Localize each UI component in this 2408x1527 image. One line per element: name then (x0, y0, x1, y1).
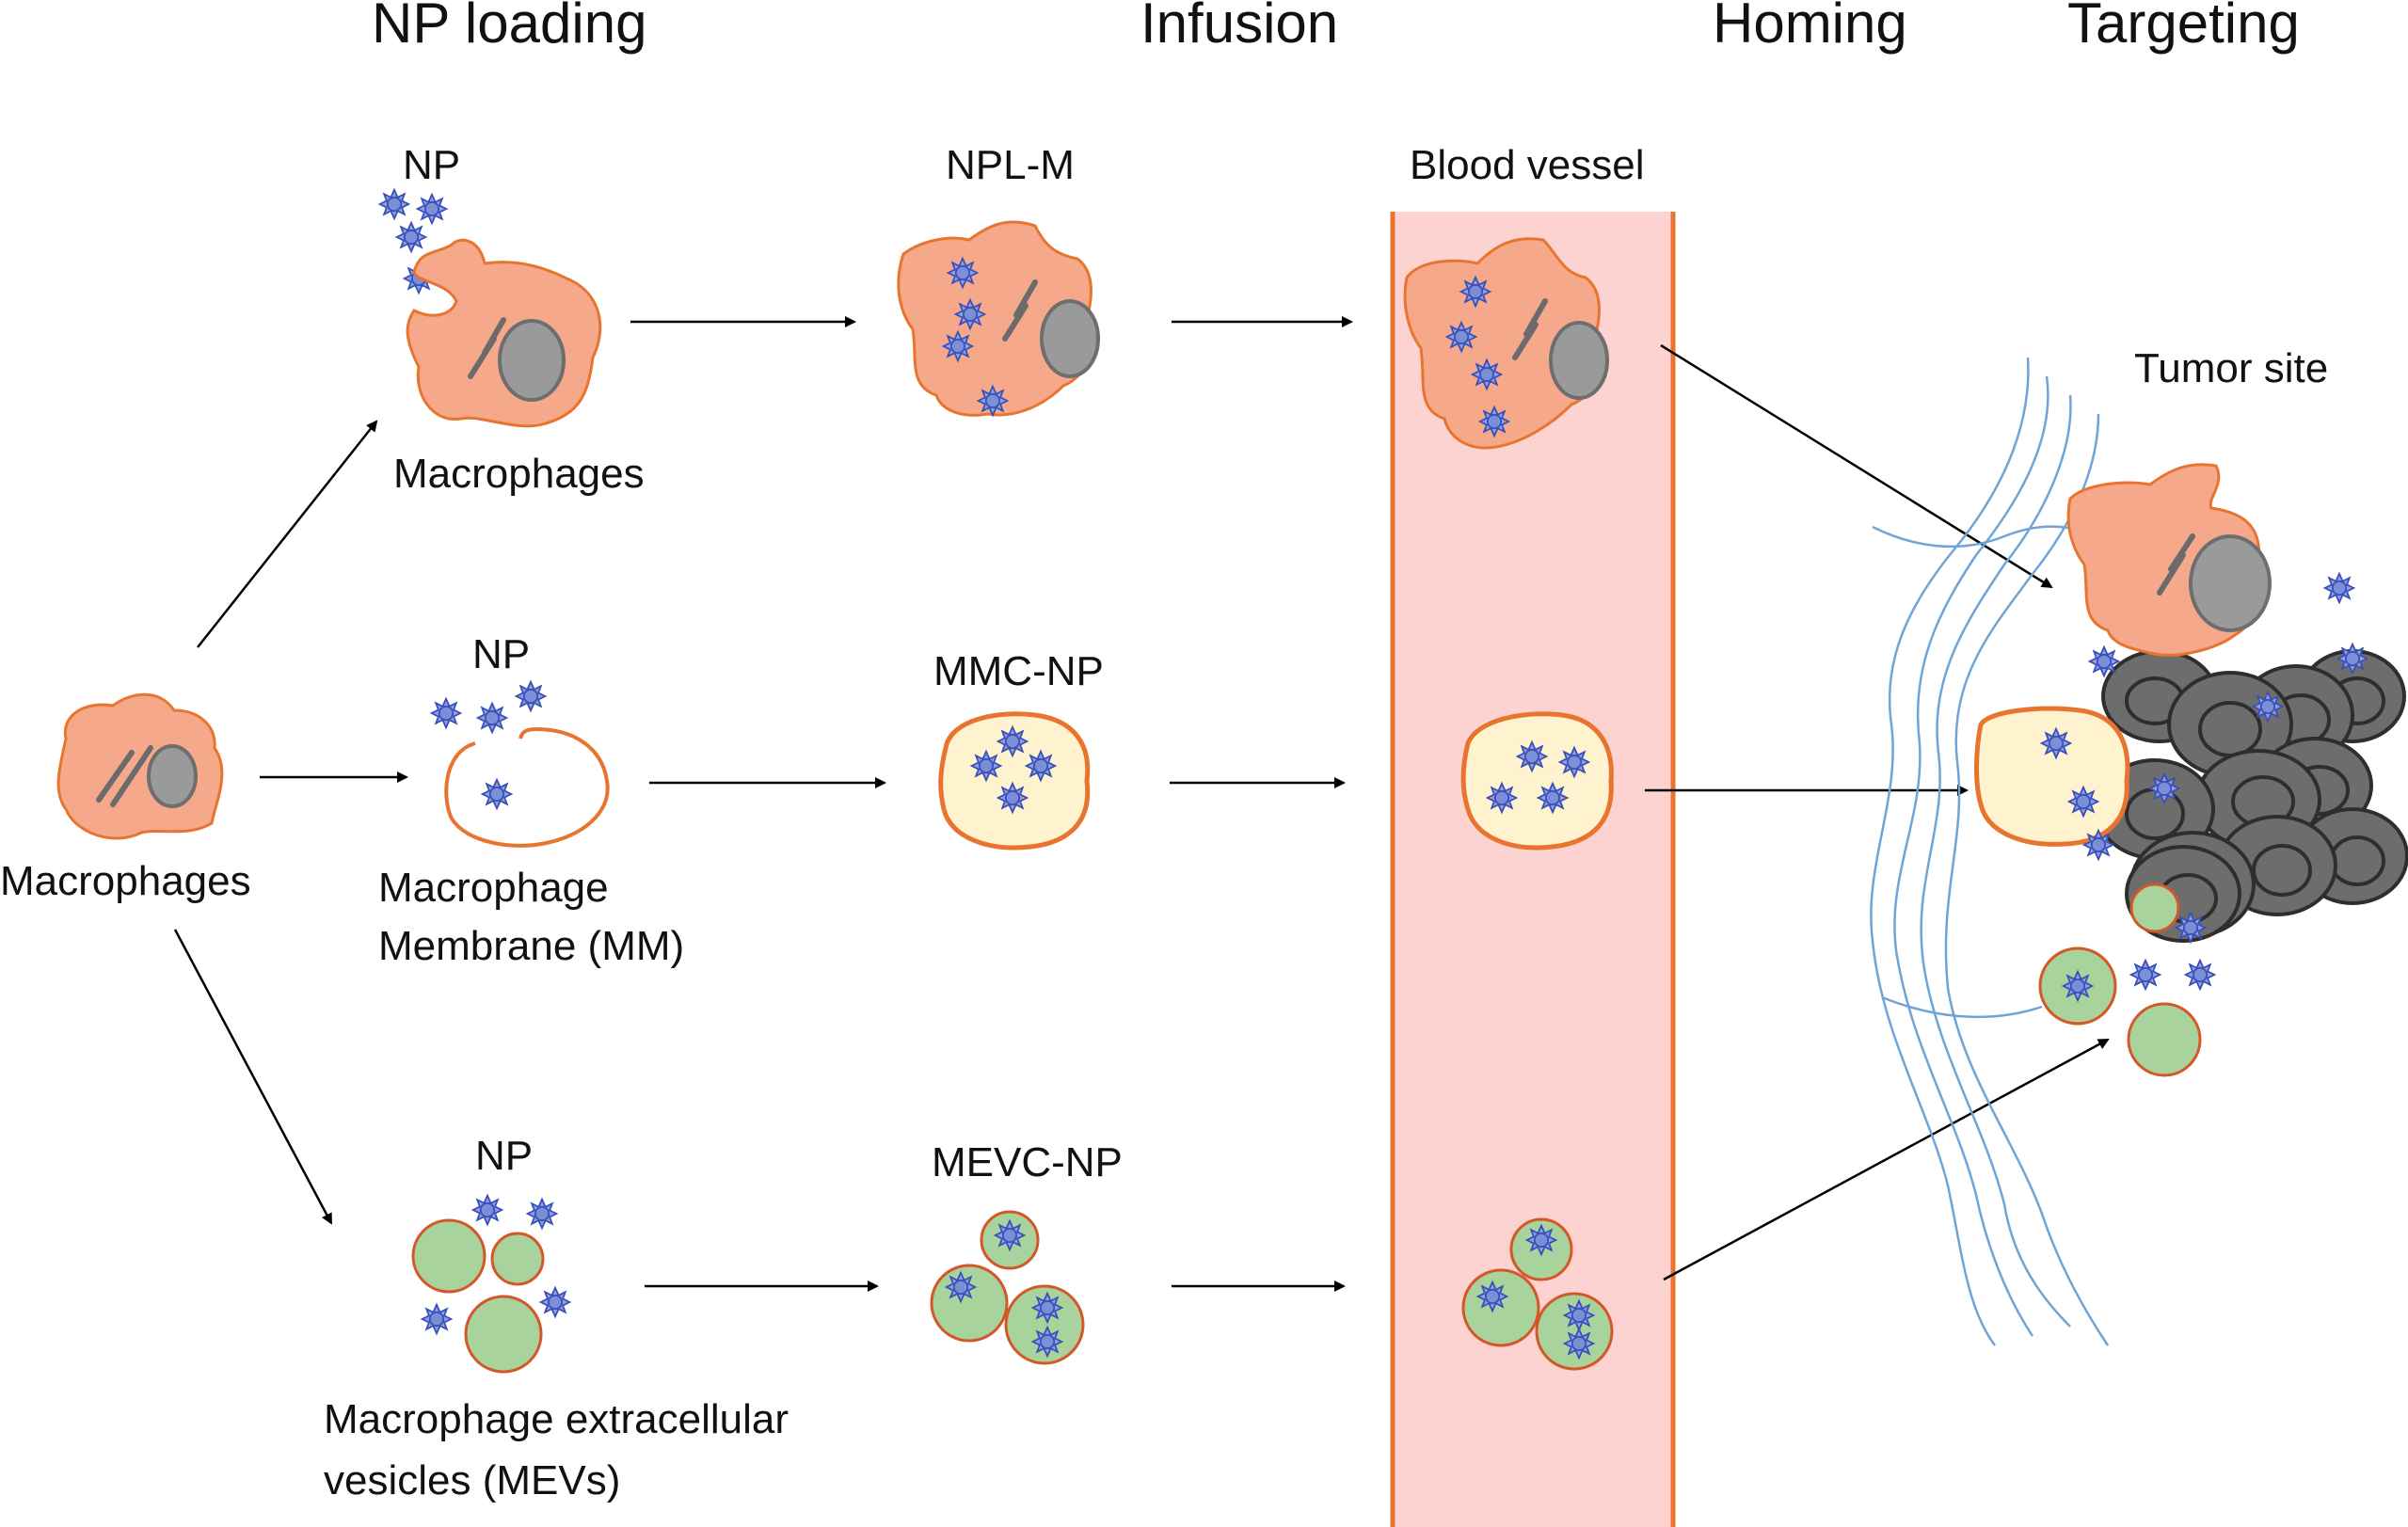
mev-label-line1: Macrophage extracellular (324, 1396, 789, 1442)
nanoparticle-icon (2088, 645, 2120, 677)
nanoparticle-icon (2129, 959, 2161, 991)
nanoparticle-icon (430, 697, 462, 729)
tumor-site-label: Tumor site (2134, 345, 2328, 391)
nanoparticle-icon (942, 330, 974, 362)
arrow-icon (1660, 343, 2053, 589)
nanoparticle-icon (481, 778, 513, 810)
mmc-np-label: MMC-NP (933, 648, 1104, 694)
nanoparticle-icon (476, 702, 508, 734)
nanoparticle-icon (421, 1303, 453, 1335)
nanoparticle-icon (515, 680, 547, 712)
stage-np-loading: NP loading (372, 0, 646, 55)
nanoparticle-icon (997, 782, 1029, 814)
nanoparticle-icon (1471, 358, 1503, 390)
nanoparticle-icon (970, 750, 1002, 782)
np-top-label: NP (403, 142, 460, 188)
npl-m-macrophage-icon (897, 220, 1100, 417)
nanoparticle-icon (2040, 727, 2072, 759)
arrow-icon (173, 929, 333, 1225)
mevc-np-label: MEVC-NP (932, 1139, 1123, 1185)
mm-label-line1: Macrophage (378, 865, 609, 911)
nanoparticle-icon (2148, 772, 2180, 804)
nanoparticle-icon (1525, 1224, 1557, 1256)
nanoparticle-icon (1476, 1280, 1508, 1312)
membrane-icon (444, 726, 610, 848)
nanoparticle-icon (539, 1286, 571, 1318)
nanoparticle-icon (1031, 1326, 1063, 1358)
nanoparticle-icon (416, 193, 448, 225)
nanoparticle-icon (1486, 782, 1518, 814)
nanoparticle-icon (1563, 1328, 1595, 1360)
nanoparticle-icon (2175, 912, 2207, 944)
vessel-npl-m-icon (1403, 237, 1609, 450)
targeted-macrophage-icon (2066, 463, 2272, 657)
nanoparticle-icon (1537, 782, 1569, 814)
macrophage-icon (406, 238, 602, 428)
nanoparticle-icon (2323, 572, 2355, 604)
vesicle-icon (1535, 1292, 1614, 1371)
mmc-np-icon (938, 711, 1091, 851)
nanoparticle-icon (977, 385, 1009, 417)
nanoparticle-icon (997, 725, 1029, 757)
stage-infusion: Infusion (1140, 0, 1338, 55)
macrophages-left-label: Macrophages (0, 858, 251, 904)
nanoparticle-icon (2067, 786, 2099, 818)
nanoparticle-icon (1445, 321, 1477, 353)
np-bottom-label: NP (475, 1133, 533, 1179)
targeted-mmc-np-icon (1974, 706, 2130, 847)
vesicle-icon (411, 1218, 486, 1294)
arrow-icon (197, 420, 378, 648)
npl-m-label: NPL-M (946, 142, 1075, 188)
macrophage-icon (56, 692, 224, 840)
vesicle-icon (2129, 883, 2180, 933)
nanoparticle-icon (945, 1271, 977, 1303)
mm-label-line2: Membrane (MM) (378, 923, 684, 969)
nanoparticle-icon (994, 1219, 1026, 1251)
arrow-icon (1663, 1038, 2110, 1281)
nanoparticle-icon (378, 188, 410, 220)
nanoparticle-icon (395, 221, 427, 253)
nanoparticle-icon (1459, 276, 1491, 308)
vesicle-icon (490, 1232, 545, 1286)
nanoparticle-icon (1031, 1292, 1063, 1324)
lymphatic-vessels-icon (1870, 357, 2128, 1346)
nanoparticle-icon (2252, 691, 2284, 723)
nanoparticle-icon (1563, 1299, 1595, 1331)
vesicle-icon (2127, 1002, 2202, 1077)
nanoparticle-icon (1478, 406, 1510, 437)
vessel-mmc-np-icon (1460, 711, 1614, 851)
macrophages-top-label: Macrophages (393, 451, 645, 497)
vesicle-icon (464, 1295, 543, 1374)
mev-label-line2: vesicles (MEVs) (324, 1457, 620, 1503)
vesicle-icon (1461, 1268, 1540, 1347)
nanoparticle-icon (1516, 740, 1548, 772)
nanoparticle-icon (526, 1198, 558, 1230)
nanoparticle-icon (947, 257, 979, 289)
stage-targeting: Targeting (2067, 0, 2300, 55)
nanoparticle-icon (954, 298, 986, 330)
nanoparticle-icon (1025, 750, 1057, 782)
nanoparticle-icon (2336, 643, 2368, 675)
stage-homing: Homing (1713, 0, 1907, 55)
vesicle-icon (930, 1264, 1009, 1343)
nanoparticle-icon (2082, 829, 2114, 861)
nanoparticle-icon (2184, 959, 2216, 991)
np-middle-label: NP (472, 631, 530, 677)
blood-vessel-label: Blood vessel (1410, 142, 1644, 188)
nanoparticle-icon (471, 1194, 503, 1226)
vesicle-icon (1004, 1284, 1085, 1365)
nanoparticle-icon (1558, 746, 1590, 778)
nanoparticle-icon (2062, 970, 2094, 1002)
